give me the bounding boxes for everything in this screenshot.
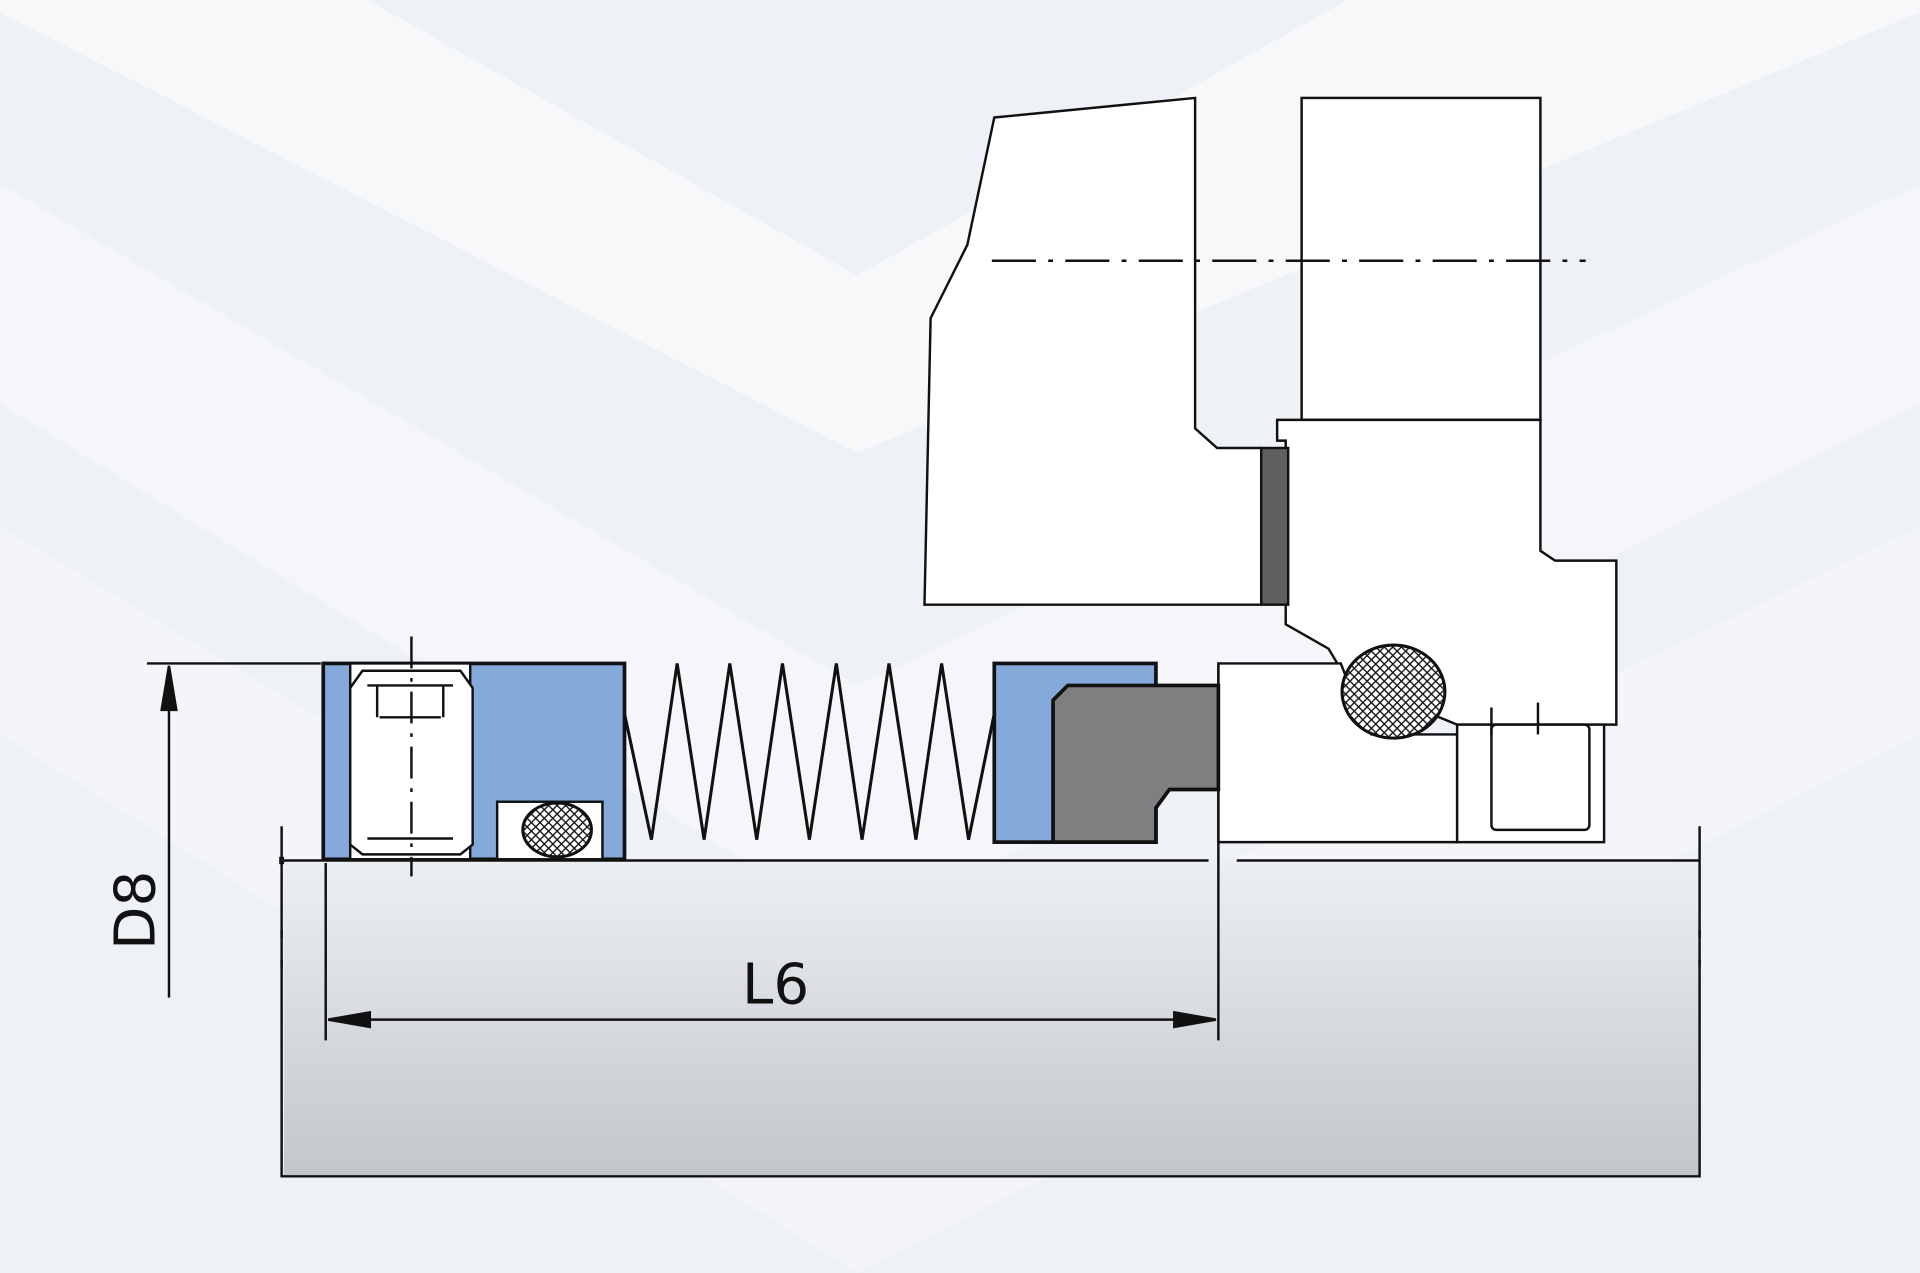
label-l6: L6 bbox=[742, 953, 809, 1018]
label-d8: D8 bbox=[103, 871, 168, 950]
stationary-face-strip bbox=[1260, 446, 1290, 606]
dimension-d8 bbox=[146, 662, 321, 998]
collar-o-ring bbox=[521, 801, 593, 859]
seat-o-ring bbox=[1340, 643, 1447, 740]
spring bbox=[622, 663, 996, 841]
gland-housing bbox=[923, 96, 1618, 726]
dimension-l6 bbox=[324, 663, 1220, 1041]
seat-ring bbox=[1217, 662, 1606, 844]
shaft bbox=[284, 860, 1700, 1176]
shaft-centerline-breaks bbox=[280, 930, 1701, 967]
